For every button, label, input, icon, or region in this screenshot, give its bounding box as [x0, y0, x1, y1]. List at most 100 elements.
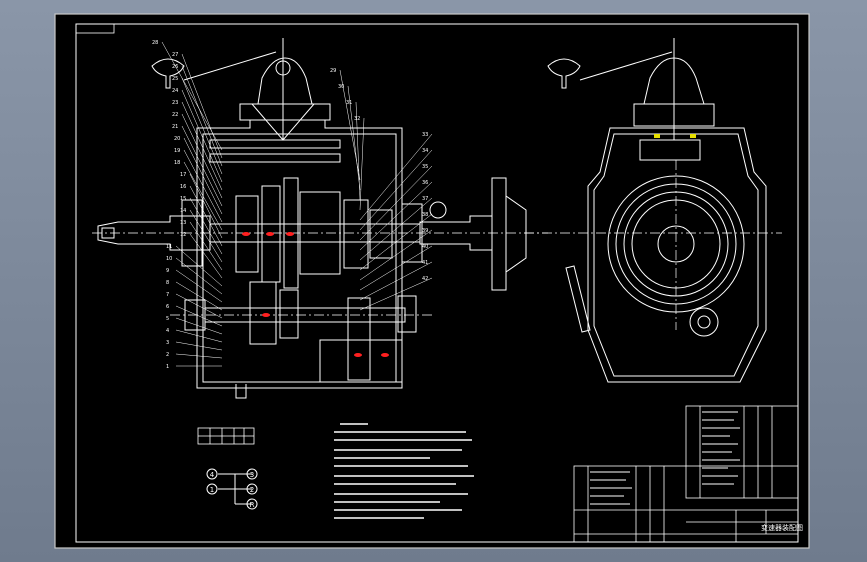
technical-requirements — [334, 423, 474, 519]
shift-position-r — [246, 498, 258, 510]
shift-label: 3 — [250, 471, 254, 479]
gear-4 — [343, 199, 369, 269]
shaft-bore — [657, 225, 695, 263]
leader-line — [175, 353, 223, 359]
part-number-label: 30 — [338, 84, 344, 90]
end-view — [524, 38, 782, 383]
bearing-cap-right — [397, 295, 417, 333]
bom-upper — [685, 405, 799, 499]
part-number-label: 32 — [354, 116, 360, 122]
knob-leader-right — [579, 51, 673, 81]
leader-line — [189, 185, 223, 247]
yellow-mark — [654, 134, 660, 138]
shift-label: 1 — [210, 486, 214, 494]
end-view-markers — [654, 134, 696, 138]
selector-rail-1 — [209, 139, 341, 149]
part-number-label: 35 — [422, 164, 428, 170]
end-shift-tower — [633, 103, 715, 127]
leader-line — [359, 261, 433, 301]
part-number-label: 39 — [422, 228, 428, 234]
shift-knob-left — [151, 58, 185, 89]
end-view-inner — [593, 133, 759, 377]
red-mark — [286, 232, 294, 236]
leader-line — [359, 181, 433, 251]
shift-position-4 — [206, 468, 218, 480]
shift-lever-ball — [275, 60, 291, 76]
part-number-label: 10 — [166, 256, 172, 262]
part-number-label: 22 — [172, 112, 178, 118]
part-number-label: 12 — [180, 232, 186, 238]
shift-position-1 — [206, 483, 218, 495]
red-mark — [381, 353, 389, 357]
part-number-label: 23 — [172, 100, 178, 106]
shift-knob-right — [547, 58, 581, 89]
output-flange — [491, 177, 507, 291]
shift-label: 2 — [250, 486, 254, 494]
part-number-label: 17 — [180, 172, 186, 178]
parts-list — [573, 405, 799, 543]
leader-line — [181, 113, 223, 199]
counter-bore-inner — [697, 315, 711, 329]
part-number-label: 2 — [166, 352, 169, 358]
leader-line — [181, 101, 223, 191]
leader-line — [181, 53, 223, 159]
end-view-housing — [587, 127, 767, 383]
part-number-label: 25 — [172, 76, 178, 82]
drawing-border — [75, 23, 799, 543]
section-markers — [242, 232, 389, 357]
counter-gear-1 — [249, 281, 277, 345]
shift-pattern-labels: 4 3 1 2 R — [210, 471, 255, 509]
leader-line — [183, 161, 223, 231]
drawing-title: 变速器装配图 — [761, 523, 803, 532]
part-number-label: 3 — [166, 340, 169, 346]
drain-plug — [235, 384, 247, 399]
part-number-label: 16 — [180, 184, 186, 190]
leader-line — [347, 85, 361, 191]
part-number-label: 37 — [422, 196, 428, 202]
gear-ratio-table — [197, 427, 255, 445]
shift-label: R — [250, 501, 255, 509]
leader-line — [175, 245, 223, 287]
part-number-label: 1 — [166, 364, 169, 370]
section-view — [92, 38, 548, 399]
leader-line — [359, 133, 433, 221]
part-number-label: 14 — [180, 208, 186, 214]
leader-line — [175, 341, 223, 351]
part-number-label: 5 — [166, 316, 169, 322]
shift-position-3 — [246, 468, 258, 480]
leader-line — [359, 229, 433, 281]
part-number-label: 36 — [422, 180, 428, 186]
leader-line — [189, 197, 223, 255]
leader-line — [181, 65, 223, 167]
part-number-label: 11 — [166, 244, 172, 250]
part-number-label: 21 — [172, 124, 178, 130]
part-number-label: 8 — [166, 280, 169, 286]
part-number-label: 33 — [422, 132, 428, 138]
part-number-label: 34 — [422, 148, 428, 154]
leader-line — [183, 137, 223, 215]
leader-line — [359, 149, 433, 231]
part-balloons: 2827262524232221201918171615141312111098… — [152, 40, 433, 370]
leader-line — [359, 117, 365, 211]
part-number-label: 38 — [422, 212, 428, 218]
part-number-label: 4 — [166, 328, 169, 334]
leader-line — [175, 269, 223, 303]
drawing-code-box — [75, 23, 115, 34]
shift-tower-base — [239, 103, 331, 121]
counter-bore — [689, 307, 719, 337]
counter-gear-3 — [347, 297, 371, 381]
leader-line — [189, 221, 223, 271]
leader-line — [359, 277, 433, 311]
drawing-sheet — [54, 13, 810, 549]
leader-line — [175, 293, 223, 319]
knob-leader-left — [183, 51, 277, 81]
knob-details — [151, 51, 673, 89]
shift-lever-boot — [257, 57, 313, 105]
leader-line — [355, 101, 361, 201]
part-number-label: 15 — [180, 196, 186, 202]
part-number-label: 13 — [180, 220, 186, 226]
leader-line — [175, 329, 223, 343]
reverse-idler — [319, 339, 403, 383]
